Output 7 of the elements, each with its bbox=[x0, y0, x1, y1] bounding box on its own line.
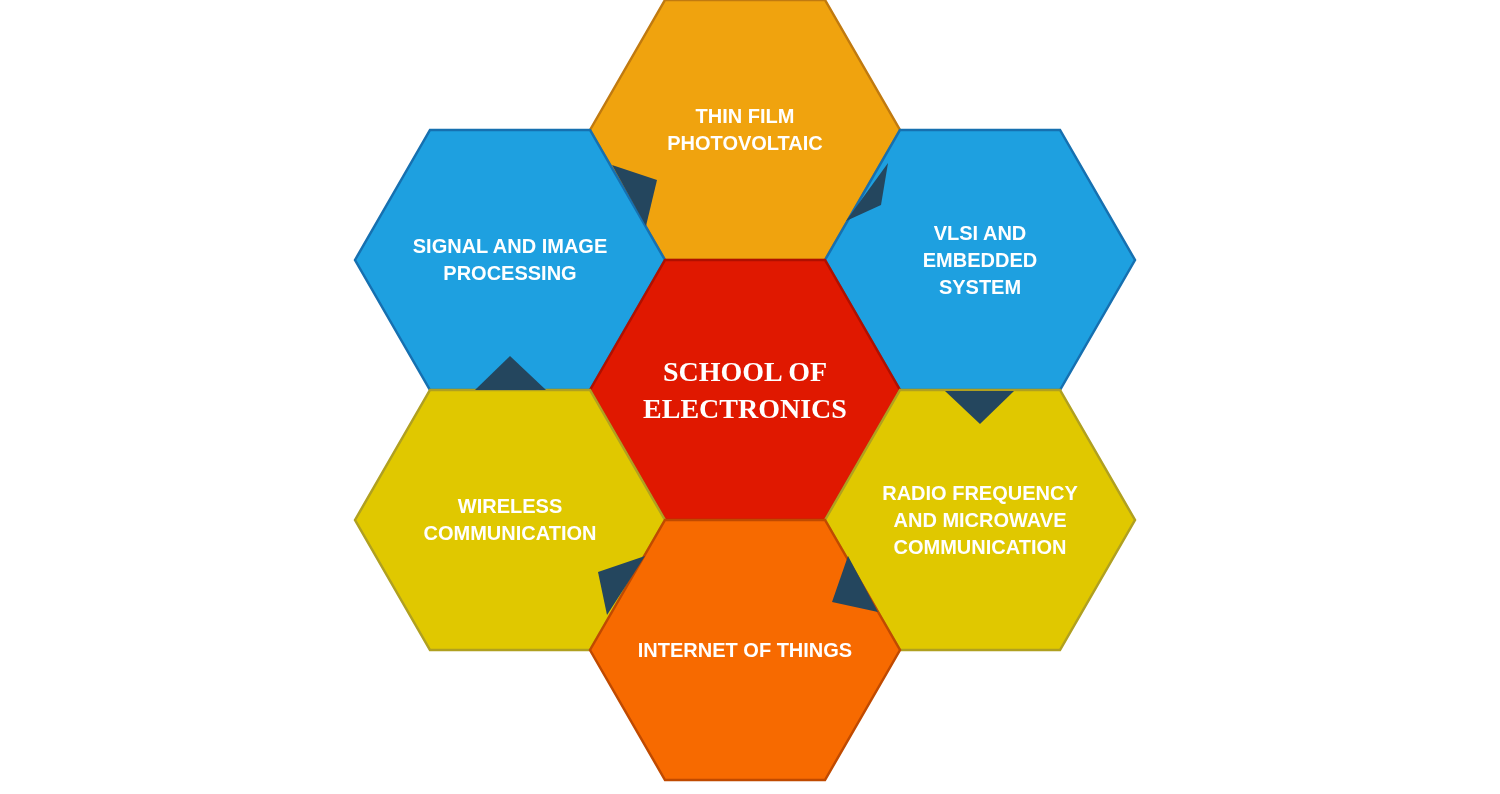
topic-label: WIRELESS COMMUNICATION bbox=[422, 494, 598, 546]
topic-label: THIN FILM PHOTOVOLTAIC bbox=[666, 104, 824, 156]
topic-label: VLSI AND EMBEDDED SYSTEM bbox=[921, 220, 1039, 300]
topic-label: SIGNAL AND IMAGE PROCESSING bbox=[411, 234, 609, 286]
center-title: SCHOOL OF ELECTRONICS bbox=[643, 355, 847, 426]
topic-label: INTERNET OF THINGS bbox=[636, 637, 854, 663]
topic-label: RADIO FREQUENCY AND MICROWAVE COMMUNICATION bbox=[881, 480, 1079, 560]
